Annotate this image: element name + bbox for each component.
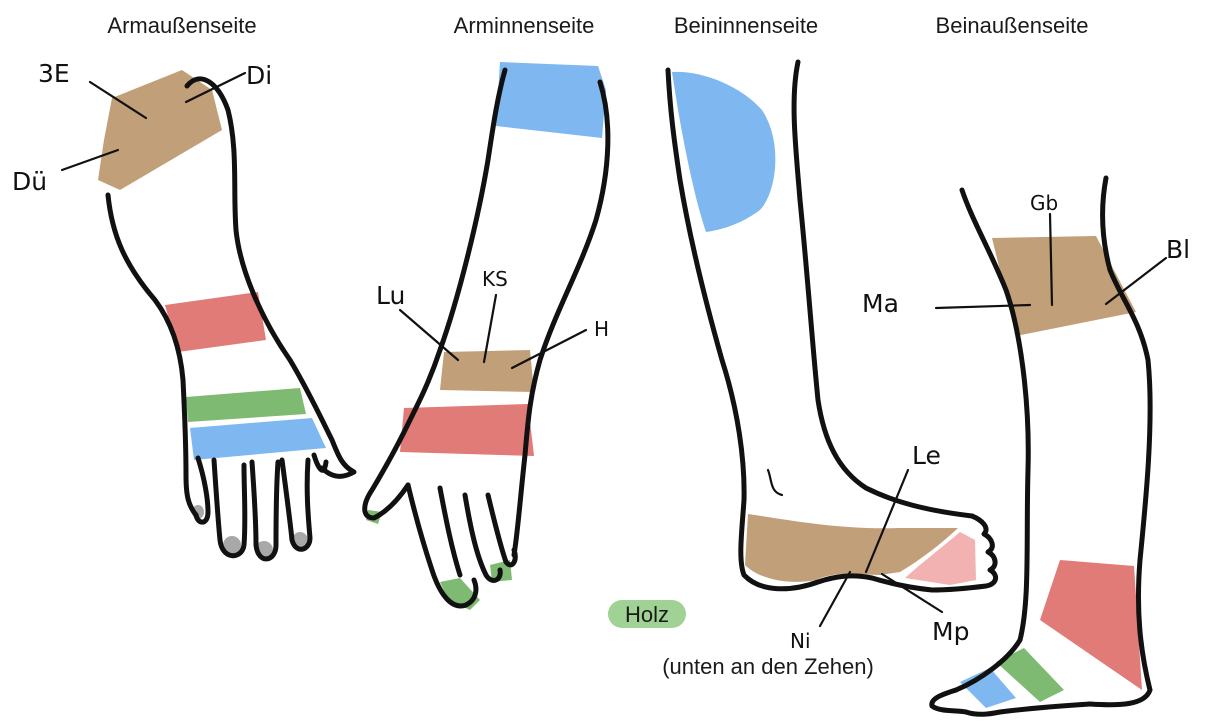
band-fire-arm-inner — [400, 404, 534, 456]
label-mp: Mp — [932, 617, 969, 646]
ankle-mark — [768, 470, 782, 495]
panel-leg-inner: Beininnenseite Le Ni Mp Holz (unten an d… — [608, 13, 996, 679]
band-wood-arm-outer — [186, 388, 306, 422]
label-ma: Ma — [862, 289, 899, 318]
band-earth-shoulder — [98, 70, 222, 190]
label-du: Dü — [12, 167, 47, 196]
band-fire-arm-outer — [165, 292, 266, 352]
label-h: H — [594, 317, 609, 341]
label-di: Di — [246, 61, 272, 90]
band-water-arm-outer — [190, 418, 326, 460]
title-arm-inner: Arminnenseite — [454, 13, 595, 38]
band-fire-leg-outer — [1040, 560, 1142, 690]
panel-arm-outer: Armaußenseite 3E Di Dü — [12, 13, 354, 559]
label-ks: KS — [482, 267, 508, 291]
title-leg-inner: Beininnenseite — [674, 13, 818, 38]
label-3e: 3E — [38, 59, 70, 88]
arm-outer-outline-left — [108, 195, 196, 515]
label-gb: Gb — [1030, 191, 1058, 215]
title-leg-outer: Beinaußenseite — [936, 13, 1089, 38]
legend-badge-text: Holz — [625, 602, 669, 627]
title-arm-outer: Armaußenseite — [107, 13, 256, 38]
label-lu: Lu — [376, 281, 405, 310]
panel-arm-inner: Arminnenseite Lu KS H — [365, 13, 609, 610]
legend-note: (unten an den Zehen) — [662, 654, 874, 679]
label-bl: Bl — [1166, 235, 1190, 264]
band-water-arm-inner — [496, 62, 606, 138]
label-ni: Ni — [790, 629, 811, 653]
panel-leg-outer: Beinaußenseite Gb Bl Ma — [862, 13, 1190, 714]
label-le: Le — [912, 441, 941, 470]
band-wood-finger-tips — [366, 510, 512, 610]
